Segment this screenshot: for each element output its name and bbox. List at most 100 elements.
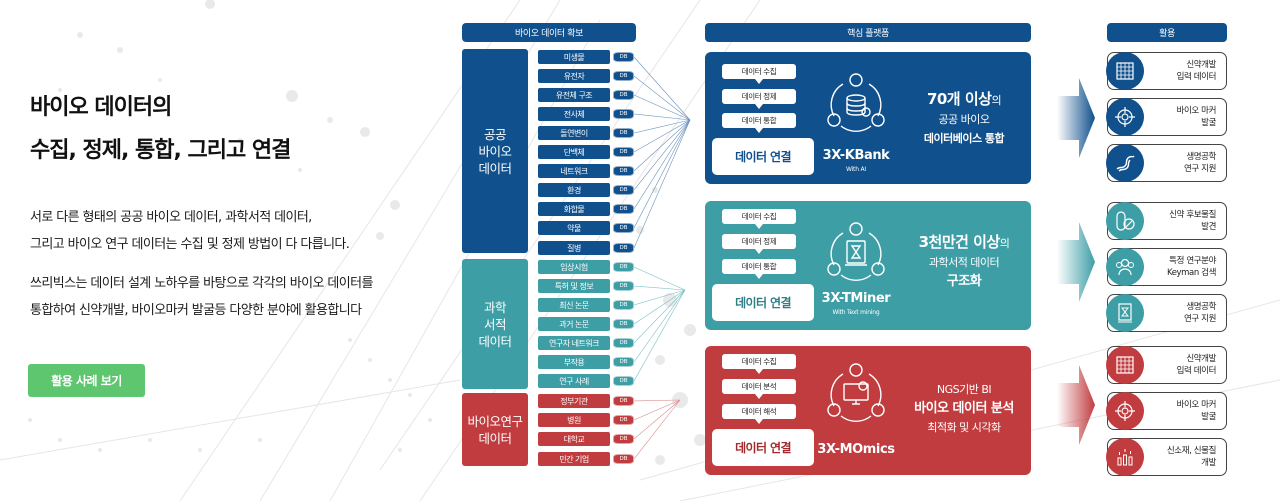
usage-column-header: 활용 xyxy=(1107,23,1227,42)
usage-label: 신약개발 입력 데이터 xyxy=(1176,354,1217,376)
usage-label: 신소재, 신물질 개발 xyxy=(1166,446,1217,468)
step-refine: 데이터 정제 xyxy=(722,234,796,254)
source-item: 병원 xyxy=(538,413,610,427)
category-public-bio-data: 공공 바이오 데이터 xyxy=(462,49,528,253)
source-item: 부작용 xyxy=(538,355,610,369)
platform-name: 3X-MOmics xyxy=(817,442,895,457)
database-icon: DB xyxy=(613,454,634,464)
database-icon: DB xyxy=(613,415,634,425)
source-item: 질병 xyxy=(538,241,610,255)
platform-momics: 데이터 수집 데이터 분석 데이터 해석 데이터 연결 3X-MOmics NG… xyxy=(705,346,1031,475)
data-connect-box: 데이터 연결 xyxy=(712,429,814,466)
database-icon: DB xyxy=(613,262,634,272)
database-icon: DB xyxy=(613,128,634,138)
source-item: 유전체 구조 xyxy=(538,88,610,102)
platform-column-header: 핵심 플랫폼 xyxy=(705,23,1031,42)
platform-description: NGS기반 BI 바이오 데이터 분석 최적화 및 시각화 xyxy=(901,380,1027,437)
suffix: 의 xyxy=(991,94,1002,107)
database-cycle-icon xyxy=(827,73,885,132)
headline-line-1: 바이오 데이터의 xyxy=(30,95,172,120)
desc-line: NGS기반 BI xyxy=(936,383,992,396)
step-collect: 데이터 수집 xyxy=(722,64,796,84)
database-icon: DB xyxy=(613,396,634,406)
source-item: 민간 기업 xyxy=(538,452,610,466)
source-item: 과거 논문 xyxy=(538,317,610,331)
step-interpret: 데이터 해석 xyxy=(722,404,796,424)
category-science-literature-data: 과학 서적 데이터 xyxy=(462,259,528,389)
computer-cycle-icon xyxy=(827,363,885,422)
source-item: 임상시험 xyxy=(538,260,610,274)
database-icon: DB xyxy=(613,166,634,176)
usage-card: 신약개발 입력 데이터 xyxy=(1106,346,1227,384)
database-icon: DB xyxy=(613,319,634,329)
usage-label: 바이오 마커 발굴 xyxy=(1176,400,1217,422)
usage-label: 특정 연구분야 Keyman 검색 xyxy=(1166,256,1216,278)
usage-card: 바이오 마커 발굴 xyxy=(1106,98,1227,136)
platform-kbank: 데이터 수집 데이터 정제 데이터 통합 데이터 연결 3X-KBank Wit… xyxy=(705,52,1031,184)
database-icon: DB xyxy=(613,204,634,214)
source-item: 돌연변이 xyxy=(538,126,610,140)
platform-subtitle: With AI xyxy=(845,166,866,173)
usage-label: 생명공학 연구 지원 xyxy=(1184,152,1216,174)
desc-line: 공공 바이오 xyxy=(938,113,990,126)
source-item: 네트워크 xyxy=(538,164,610,178)
people-icon xyxy=(1106,248,1144,286)
usage-card: 특정 연구분야 Keyman 검색 xyxy=(1106,248,1227,286)
category-bio-research-data: 바이오연구 데이터 xyxy=(462,393,528,466)
grid-icon xyxy=(1106,52,1144,90)
category-label: 과학 서적 데이터 xyxy=(478,299,512,349)
data-connect-box: 데이터 연결 xyxy=(712,138,814,175)
step-collect: 데이터 수집 xyxy=(722,354,796,374)
usage-label: 신약 후보물질 발견 xyxy=(1169,210,1216,232)
source-item: 화합물 xyxy=(538,202,610,216)
usage-label: 신약개발 입력 데이터 xyxy=(1176,60,1217,82)
usage-card: 신약 후보물질 발견 xyxy=(1106,202,1227,240)
source-item: 최신 논문 xyxy=(538,298,610,312)
usage-label: 생명공학 연구 지원 xyxy=(1184,302,1216,324)
step-analyze: 데이터 분석 xyxy=(722,379,796,399)
usage-card: 신약개발 입력 데이터 xyxy=(1106,52,1227,90)
source-item: 미생물 xyxy=(538,50,610,64)
database-icon: DB xyxy=(613,357,634,367)
target-icon xyxy=(1106,98,1144,136)
book-icon xyxy=(1106,294,1144,332)
source-item: 전사체 xyxy=(538,107,610,121)
database-icon: DB xyxy=(613,90,634,100)
source-item: 환경 xyxy=(538,183,610,197)
source-item: 유전자 xyxy=(538,69,610,83)
highlight: 3천만건 이상 xyxy=(918,233,1001,251)
database-icon: DB xyxy=(613,71,634,81)
arrow-right-icon xyxy=(1057,222,1095,302)
arrow-right-icon xyxy=(1057,78,1095,158)
step-integrate: 데이터 통합 xyxy=(722,113,796,133)
database-icon: DB xyxy=(613,52,634,62)
database-icon: DB xyxy=(613,281,634,291)
desc-line: 데이터베이스 통합 xyxy=(923,132,1005,145)
desc-line: 구조화 xyxy=(946,274,982,289)
platform-name: 3X-KBank xyxy=(822,148,890,163)
database-icon: DB xyxy=(613,223,634,233)
database-icon: DB xyxy=(613,147,634,157)
usage-card: 생명공학 연구 지원 xyxy=(1106,294,1227,332)
step-collect: 데이터 수집 xyxy=(722,209,796,229)
source-item: 연구자 네트워크 xyxy=(538,336,610,350)
source-item: 연구 사례 xyxy=(538,374,610,388)
desc-line: 과학서적 데이터 xyxy=(928,256,1000,269)
database-icon: DB xyxy=(613,185,634,195)
platform-description: 3천만건 이상의 과학서적 데이터 구조화 xyxy=(901,233,1027,291)
source-item: 정부기관 xyxy=(538,394,610,408)
database-icon: DB xyxy=(613,338,634,348)
category-label: 바이오연구 데이터 xyxy=(467,413,523,446)
usage-card: 바이오 마커 발굴 xyxy=(1106,392,1227,430)
arrow-right-icon xyxy=(1057,365,1095,445)
source-item: 특허 및 정보 xyxy=(538,279,610,293)
step-refine: 데이터 정제 xyxy=(722,89,796,109)
desc-line: 최적화 및 시각화 xyxy=(927,421,1001,434)
category-label: 공공 바이오 데이터 xyxy=(478,126,512,176)
database-icon: DB xyxy=(613,434,634,444)
platform-name: 3X-TMiner xyxy=(821,291,891,306)
usage-card: 생명공학 연구 지원 xyxy=(1106,144,1227,182)
suffix: 의 xyxy=(999,237,1010,250)
source-item: 단백체 xyxy=(538,145,610,159)
